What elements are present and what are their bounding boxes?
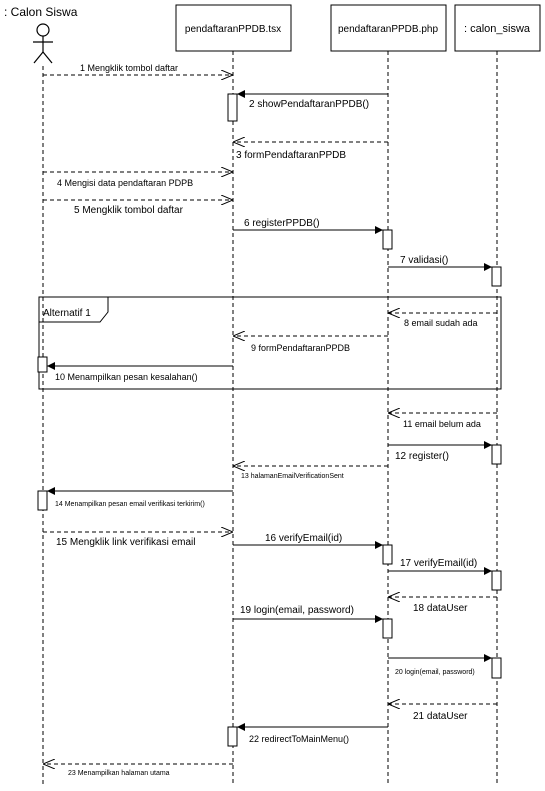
message-label: 10 Menampilkan pesan kesalahan() <box>55 372 198 382</box>
message-label: 17 verifyEmail(id) <box>400 558 477 569</box>
message-6: 6 registerPPDB() <box>233 218 383 234</box>
actor-calon-siswa: : Calon Siswa <box>4 5 78 64</box>
lifeline-header-calon-siswa: : calon_siswa <box>454 4 541 52</box>
message-label: 22 redirectToMainMenu() <box>249 734 349 744</box>
message-label: 21 dataUser <box>413 711 468 722</box>
alt-fragment-label: Alternatif 1 <box>43 308 91 319</box>
message-23: 23 Menampilkan halaman utama <box>43 764 233 777</box>
lifeline-label-php: pendaftaranPPDB.php <box>338 24 439 35</box>
messages: 1 Mengklik tombol daftar 2 showPendaftara… <box>43 63 497 777</box>
message-label: 3 formPendaftaranPPDB <box>236 150 346 161</box>
message-16: 16 verifyEmail(id) <box>233 533 383 549</box>
message-label: 2 showPendaftaranPPDB() <box>249 99 369 110</box>
activation-bar <box>491 657 502 679</box>
message-5: 5 Mengklik tombol daftar <box>43 200 233 216</box>
lifeline-header-tsx: pendaftaranPPDB.tsx <box>175 4 292 52</box>
lifeline-label-calon-siswa: : calon_siswa <box>464 23 531 35</box>
message-label: 4 Mengisi data pendaftaran PDPB <box>57 178 193 188</box>
message-label: 16 verifyEmail(id) <box>265 533 342 544</box>
message-17: 17 verifyEmail(id) <box>388 558 492 575</box>
message-3: 3 formPendaftaranPPDB <box>233 142 388 161</box>
message-21: 21 dataUser <box>388 704 497 722</box>
message-label: 23 Menampilkan halaman utama <box>68 770 170 777</box>
message-22: 22 redirectToMainMenu() <box>237 723 388 744</box>
message-19: 19 login(email, password) <box>233 605 383 623</box>
message-label: 18 dataUser <box>413 603 468 614</box>
message-8: 8 email sudah ada <box>388 313 497 328</box>
activation-bar <box>37 356 48 373</box>
message-18: 18 dataUser <box>388 597 497 614</box>
alt-fragment: Alternatif 1 <box>38 296 502 390</box>
activation-bar <box>491 444 502 465</box>
message-label: 15 Mengklik link verifikasi email <box>56 537 196 548</box>
lifeline-label-tsx: pendaftaranPPDB.tsx <box>185 24 281 35</box>
message-9: 9 formPendaftaranPPDB <box>233 336 388 353</box>
message-13: 13 halamanEmailVerificationSent <box>233 466 388 480</box>
message-20: 20 login(email, password) <box>388 654 492 676</box>
actor-label: : Calon Siswa <box>4 5 78 19</box>
message-1: 1 Mengklik tombol daftar <box>43 63 233 75</box>
activation-bar <box>382 618 393 639</box>
message-label: 7 validasi() <box>400 255 448 266</box>
message-7: 7 validasi() <box>388 255 492 271</box>
message-12: 12 register() <box>388 441 492 462</box>
activation-bar <box>37 490 48 511</box>
message-10: 10 Menampilkan pesan kesalahan() <box>47 362 233 382</box>
message-label: 1 Mengklik tombol daftar <box>80 63 178 73</box>
message-label: 6 registerPPDB() <box>244 218 320 229</box>
activation-bar <box>491 570 502 591</box>
message-label: 13 halamanEmailVerificationSent <box>241 473 344 480</box>
message-15: 15 Mengklik link verifikasi email <box>43 532 233 548</box>
stick-figure-icon <box>33 23 53 64</box>
message-label: 5 Mengklik tombol daftar <box>74 205 184 216</box>
message-label: 19 login(email, password) <box>240 605 354 616</box>
message-label: 8 email sudah ada <box>404 318 478 328</box>
message-4: 4 Mengisi data pendaftaran PDPB <box>43 172 233 188</box>
message-label: 9 formPendaftaranPPDB <box>251 343 350 353</box>
message-2: 2 showPendaftaranPPDB() <box>237 90 388 110</box>
message-label: 20 login(email, password) <box>395 669 475 676</box>
activation-bar <box>491 266 502 287</box>
message-label: 12 register() <box>395 451 449 462</box>
activation-bar <box>227 726 238 747</box>
activation-bar <box>227 93 238 122</box>
lifeline-header-php: pendaftaranPPDB.php <box>330 4 447 52</box>
message-14: 14 Menampilkan pesan email verifikasi te… <box>47 487 233 508</box>
message-11: 11 email belum ada <box>388 413 497 429</box>
message-label: 11 email belum ada <box>403 419 481 429</box>
activation-bar <box>382 229 393 250</box>
activation-bar <box>382 544 393 565</box>
message-label: 14 Menampilkan pesan email verifikasi te… <box>55 501 205 508</box>
